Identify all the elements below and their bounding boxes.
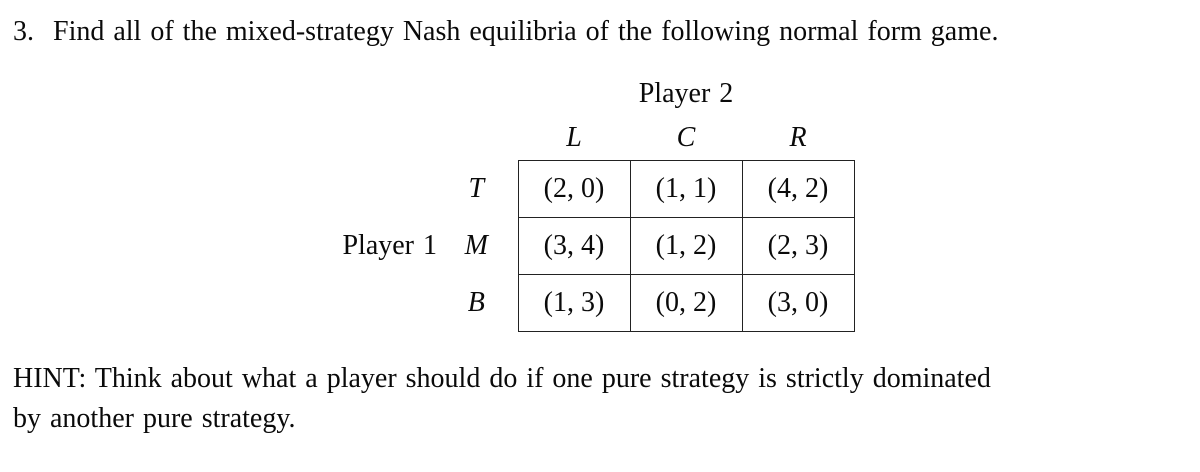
- payoff-cell-TR: (4, 2): [741, 160, 855, 218]
- matrix-row-T: T (2, 0) (1, 1) (4, 2): [313, 160, 855, 218]
- column-header-row: L C R: [313, 116, 854, 161]
- row-header-T: T: [468, 173, 485, 204]
- payoff-cell-BC: (0, 2): [629, 274, 743, 332]
- matrix-row-M: Player 1 M (3, 4) (1, 2) (2, 3): [313, 217, 855, 275]
- row-header-B: B: [467, 287, 485, 318]
- payoff-cell-TC: (1, 1): [629, 160, 743, 218]
- payoff-cell-MR: (2, 3): [741, 217, 855, 275]
- spacer: [313, 72, 443, 116]
- problem-statement-text: Find all of the mixed-strategy Nash equi…: [53, 16, 999, 47]
- hint-paragraph: HINT: Think about what a player should d…: [13, 359, 1200, 439]
- player2-header-row: Player 2: [313, 72, 854, 116]
- payoff-cell-MC: (1, 2): [629, 217, 743, 275]
- spacer: [443, 72, 518, 116]
- spacer: [313, 116, 443, 161]
- document-page: { "page": { "background": "#ffffff", "te…: [0, 14, 1200, 472]
- column-header-R: R: [789, 122, 807, 153]
- problem-number: 3.: [13, 16, 34, 47]
- payoff-cell-ML: (3, 4): [517, 217, 631, 275]
- payoff-cell-BR: (3, 0): [741, 274, 855, 332]
- problem-statement-line: 3. Find all of the mixed-strategy Nash e…: [13, 14, 1200, 50]
- column-header-C: C: [676, 122, 696, 153]
- spacer: [443, 116, 518, 161]
- row-header-M: M: [464, 230, 488, 261]
- hint-line-1: HINT: Think about what a player should d…: [13, 363, 991, 394]
- matrix-row-B: B (1, 3) (0, 2) (3, 0): [313, 274, 855, 332]
- player2-label: Player 2: [638, 78, 734, 109]
- player1-label: Player 1: [342, 230, 437, 261]
- normal-form-game: Player 2 L C R T (2, 0) (1, 1) (4, 2) Pl…: [313, 72, 1200, 332]
- payoff-matrix: Player 2 L C R T (2, 0) (1, 1) (4, 2) Pl…: [313, 72, 855, 332]
- payoff-cell-BL: (1, 3): [517, 274, 631, 332]
- hint-line-2: by another pure strategy.: [13, 403, 296, 434]
- payoff-cell-TL: (2, 0): [517, 160, 631, 218]
- column-header-L: L: [566, 122, 582, 153]
- spacer: [313, 161, 443, 218]
- spacer: [313, 275, 443, 332]
